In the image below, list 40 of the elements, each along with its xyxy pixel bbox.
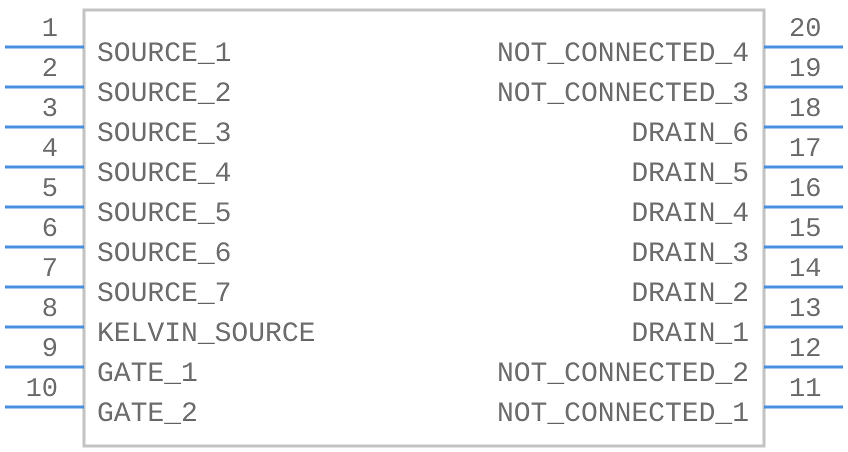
pin-number: 10 — [26, 375, 58, 405]
pin-number: 14 — [789, 255, 822, 285]
pin-name: SOURCE_6 — [97, 240, 232, 270]
pin-number: 5 — [42, 175, 58, 205]
pin-number: 3 — [42, 95, 58, 125]
pin-number: 16 — [789, 175, 822, 205]
pin-number: 18 — [789, 95, 822, 125]
pin-name: SOURCE_2 — [97, 80, 232, 110]
pin-name: DRAIN_2 — [631, 280, 749, 310]
pin-number: 1 — [42, 15, 58, 45]
pin-name: SOURCE_1 — [97, 40, 232, 70]
pin-number: 2 — [42, 55, 58, 85]
pin-name: NOT_CONNECTED_2 — [496, 360, 749, 390]
pin-name: GATE_2 — [97, 400, 198, 430]
pin-name: NOT_CONNECTED_3 — [496, 80, 749, 110]
pin-number: 7 — [42, 255, 58, 285]
pin-number: 17 — [789, 135, 822, 165]
pin-name: SOURCE_5 — [97, 200, 232, 230]
pin-number: 11 — [789, 375, 822, 405]
pin-number: 6 — [42, 215, 58, 245]
pin-number: 15 — [789, 215, 822, 245]
pin-name: SOURCE_4 — [97, 160, 232, 190]
pin-number: 19 — [789, 55, 822, 85]
pin-number: 8 — [42, 295, 58, 325]
pin-name: NOT_CONNECTED_1 — [496, 400, 749, 430]
pin-number: 12 — [789, 335, 822, 365]
pin-number: 13 — [789, 295, 822, 325]
pin-name: DRAIN_5 — [631, 160, 749, 190]
pin-name: NOT_CONNECTED_4 — [496, 40, 749, 70]
pin-name: DRAIN_4 — [631, 200, 749, 230]
pin-number: 4 — [42, 135, 58, 165]
pin-name: DRAIN_3 — [631, 240, 749, 270]
pin-number: 9 — [42, 335, 58, 365]
pin-number: 20 — [789, 15, 822, 45]
pin-name: DRAIN_1 — [631, 320, 749, 350]
pin-name: GATE_1 — [97, 360, 198, 390]
pin-name: KELVIN_SOURCE — [97, 320, 316, 350]
pin-name: DRAIN_6 — [631, 120, 749, 150]
pin-name: SOURCE_3 — [97, 120, 232, 150]
pin-name: SOURCE_7 — [97, 280, 232, 310]
